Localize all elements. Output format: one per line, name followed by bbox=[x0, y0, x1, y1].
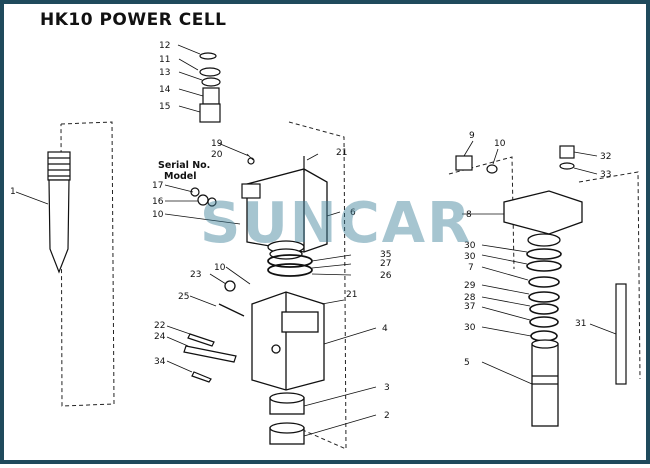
callout-24: 24 bbox=[154, 332, 166, 342]
callout-7: 7 bbox=[468, 263, 474, 273]
seal-stack bbox=[199, 52, 221, 123]
callout-29: 29 bbox=[464, 281, 476, 291]
callout-37: 37 bbox=[464, 302, 475, 312]
bushings bbox=[269, 392, 305, 445]
callout-20: 20 bbox=[211, 150, 223, 160]
callout-27: 27 bbox=[380, 259, 391, 269]
diagram-title: HK10 POWER CELL bbox=[40, 10, 227, 30]
callout-12: 12 bbox=[159, 41, 170, 51]
callout-32: 32 bbox=[600, 152, 611, 162]
callout-numbers: 1 2 3 4 5 6 7 8 9 10 10 10 11 12 13 14 1… bbox=[10, 41, 611, 421]
serial-no-label: Serial No. bbox=[158, 160, 210, 171]
chisel-tool bbox=[47, 151, 71, 274]
callout-33: 33 bbox=[600, 170, 611, 180]
callout-6: 6 bbox=[350, 208, 356, 218]
exploded-parts-diagram: 1 2 3 4 5 6 7 8 9 10 10 10 11 12 13 14 1… bbox=[10, 41, 641, 450]
callout-34: 34 bbox=[154, 357, 166, 367]
callout-23: 23 bbox=[190, 270, 201, 280]
callout-3: 3 bbox=[384, 383, 390, 393]
leader-lines bbox=[15, 44, 617, 437]
callout-10a: 10 bbox=[152, 210, 164, 220]
plug-parts bbox=[455, 145, 575, 174]
piston bbox=[531, 339, 559, 427]
callout-21a: 21 bbox=[336, 148, 347, 158]
right-seals bbox=[526, 248, 562, 342]
callout-5: 5 bbox=[464, 358, 470, 368]
callout-30c: 30 bbox=[464, 323, 476, 333]
callout-22: 22 bbox=[154, 321, 165, 331]
callout-9: 9 bbox=[469, 131, 475, 141]
cylinder-body bbox=[218, 280, 325, 391]
callout-25: 25 bbox=[178, 292, 189, 302]
callout-30a: 30 bbox=[464, 241, 476, 251]
callout-16: 16 bbox=[152, 197, 164, 207]
callout-30b: 30 bbox=[464, 252, 476, 262]
callout-21b: 21 bbox=[346, 290, 357, 300]
callout-17: 17 bbox=[152, 181, 163, 191]
callout-35: 35 bbox=[380, 250, 391, 260]
callout-15: 15 bbox=[159, 102, 170, 112]
callout-10b: 10 bbox=[494, 139, 506, 149]
watermark: SUNCAR bbox=[200, 191, 472, 256]
head-block bbox=[246, 168, 328, 260]
callout-4: 4 bbox=[382, 324, 388, 334]
accumulator-block bbox=[503, 190, 583, 247]
callout-8: 8 bbox=[466, 210, 472, 220]
callout-14: 14 bbox=[159, 85, 171, 95]
callout-31: 31 bbox=[575, 319, 586, 329]
valve-parts bbox=[190, 156, 305, 207]
pins bbox=[183, 333, 237, 383]
callout-13: 13 bbox=[159, 68, 170, 78]
callout-26: 26 bbox=[380, 271, 392, 281]
model-label: Model bbox=[164, 171, 196, 182]
tie-rod bbox=[615, 283, 627, 385]
callout-1: 1 bbox=[10, 187, 16, 197]
callout-28: 28 bbox=[464, 293, 476, 303]
callout-19: 19 bbox=[211, 139, 223, 149]
callout-11: 11 bbox=[159, 55, 170, 65]
callout-10c: 10 bbox=[214, 263, 226, 273]
callout-2: 2 bbox=[384, 411, 390, 421]
